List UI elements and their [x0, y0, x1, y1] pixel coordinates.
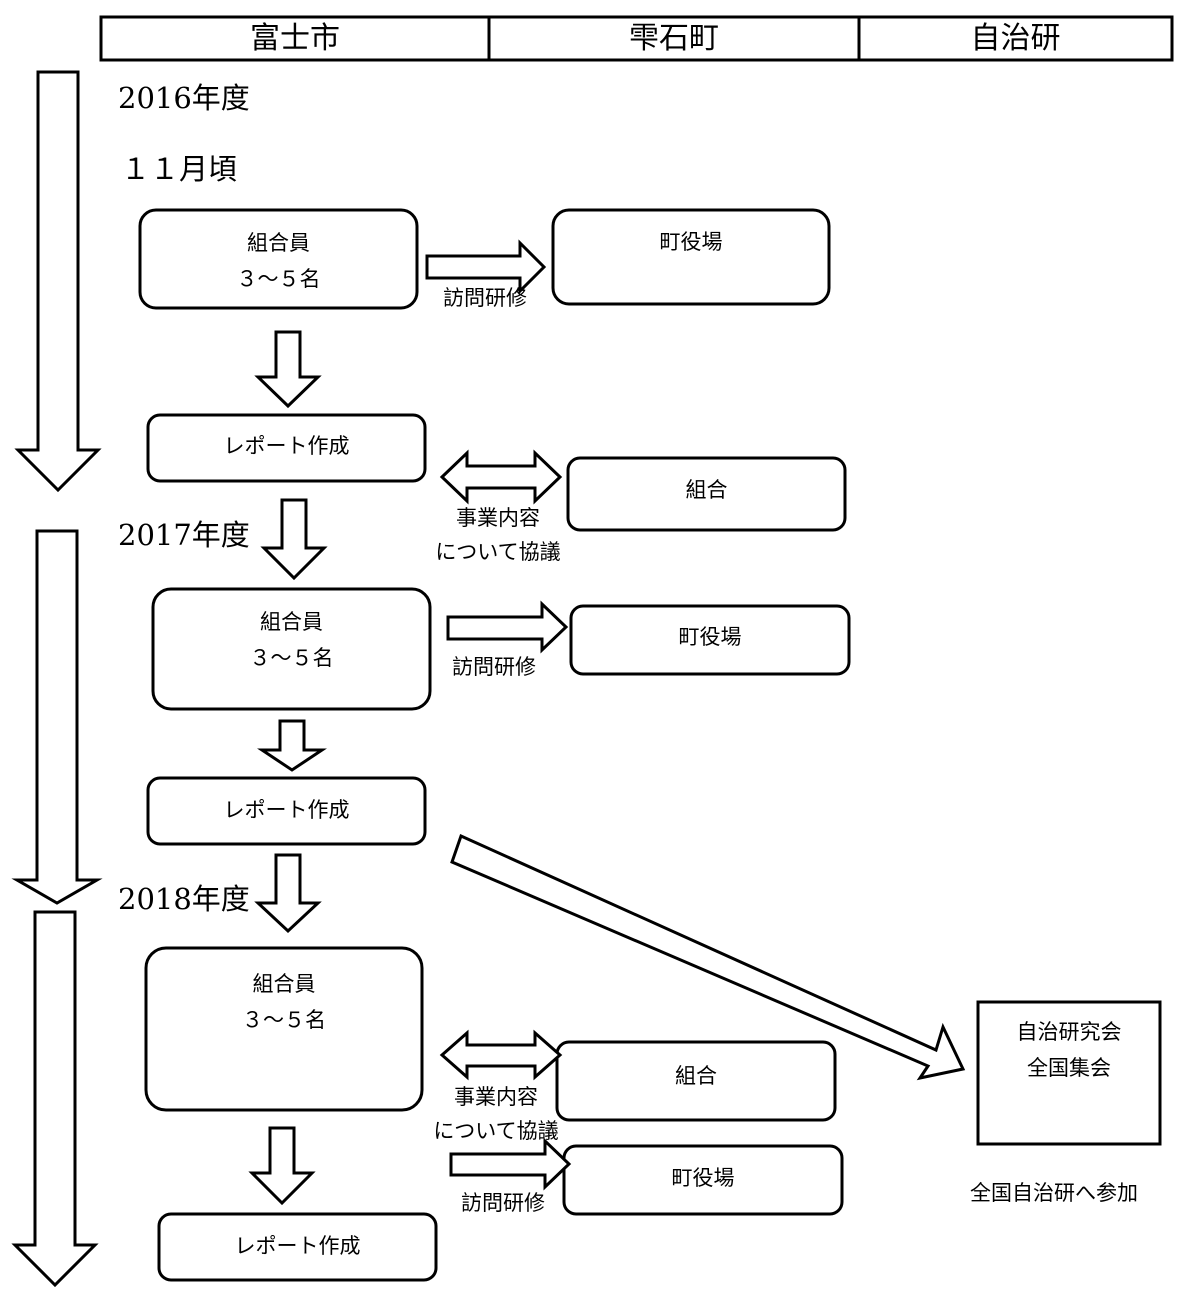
down-arrow-3: [257, 719, 327, 772]
visit-arrow-1: [425, 239, 547, 295]
members-label: 組合員: [252, 972, 316, 996]
national-caption: 全国自治研へ参加: [970, 1181, 1138, 1205]
members-label: 組合員: [247, 231, 310, 255]
visit-label-2: 訪問研修: [452, 655, 536, 679]
union-box-1: [566, 456, 847, 532]
town-office-text-2: 町役場: [678, 625, 742, 649]
header-table: [99, 15, 1174, 62]
discuss-arrow-1: [439, 449, 563, 505]
town-office-text-3: 町役場: [671, 1166, 735, 1190]
members-text-3: 組合員 ３～５名: [146, 966, 422, 1038]
timeline-arrow-2017: [11, 529, 103, 905]
report-box-3: [157, 1212, 438, 1282]
members-text-1: 組合員 ３～５名: [140, 225, 417, 297]
visit-label-3: 訪問研修: [461, 1191, 545, 1215]
members-label: 組合員: [260, 610, 323, 634]
members-box-3: [144, 946, 424, 1112]
national-line2: 全国集会: [1027, 1056, 1111, 1080]
header-jichiken: 自治研: [970, 21, 1061, 56]
report-text-3: レポート作成: [234, 1234, 361, 1258]
union-text-1: 組合: [685, 478, 728, 502]
visit-label-1: 訪問研修: [443, 286, 527, 310]
discuss-line2: について協議: [433, 1119, 559, 1143]
visit-arrow-3: [449, 1137, 572, 1191]
down-arrow-1: [254, 330, 322, 409]
national-arrow: [450, 833, 966, 1081]
discuss-arrow-3: [439, 1029, 563, 1081]
discuss-line2: について協議: [435, 540, 561, 564]
year-2018: 2018年度: [118, 882, 250, 916]
members-count: ３～５名: [236, 267, 321, 291]
timeline-arrow-2018: [11, 910, 99, 1288]
down-arrow-4: [254, 853, 322, 934]
report-text-1: レポート作成: [223, 434, 350, 458]
year-2016: 2016年度: [118, 81, 250, 115]
header-shizukuishi: 雫石町: [629, 21, 719, 56]
town-office-text-1: 町役場: [659, 230, 723, 254]
report-box-1: [146, 413, 427, 483]
national-line1: 自治研究会: [1016, 1020, 1122, 1044]
union-text-3: 組合: [675, 1064, 717, 1088]
down-arrow-2: [260, 498, 328, 581]
year-2017: 2017年度: [118, 518, 250, 552]
town-office-box-1: [551, 208, 831, 306]
discuss-label-1: 事業内容 について協議: [418, 501, 578, 569]
members-box-2: [151, 587, 432, 711]
members-count: ３～５名: [249, 646, 334, 670]
national-meeting-text: 自治研究会 全国集会: [978, 1014, 1160, 1086]
visit-arrow-2: [446, 600, 569, 654]
report-text-2: レポート作成: [223, 798, 350, 822]
down-arrow-5: [248, 1126, 316, 1206]
members-text-2: 組合員 ３～５名: [153, 604, 430, 676]
national-meeting-box: [976, 1000, 1162, 1146]
header-fuji: 富士市: [250, 21, 340, 56]
discuss-line1: 事業内容: [454, 1085, 538, 1109]
timeline-arrow-2016: [14, 70, 102, 493]
union-box-3: [555, 1040, 837, 1122]
members-count: ３～５名: [242, 1008, 326, 1032]
month-november: １１月頃: [121, 152, 238, 186]
town-office-box-3: [562, 1144, 844, 1216]
discuss-line1: 事業内容: [456, 506, 540, 530]
town-office-box-2: [569, 604, 851, 676]
discuss-label-3: 事業内容 について協議: [416, 1080, 576, 1148]
report-box-2: [146, 776, 427, 846]
members-box-1: [138, 208, 419, 310]
